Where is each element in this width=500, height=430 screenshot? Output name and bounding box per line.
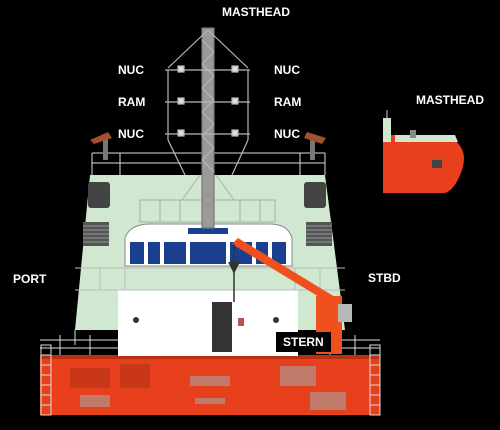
stbd-davit bbox=[304, 132, 326, 160]
port-label: PORT bbox=[13, 272, 46, 286]
ram-right-label: RAM bbox=[274, 95, 301, 109]
nuc-lower-left-label: NUC bbox=[118, 127, 144, 141]
port-louver bbox=[83, 222, 109, 246]
nuc-upper-left-label: NUC bbox=[118, 63, 144, 77]
masthead-label: MASTHEAD bbox=[222, 5, 290, 19]
masthead-side-label: MASTHEAD bbox=[416, 93, 484, 107]
ram-left-label: RAM bbox=[118, 95, 145, 109]
nuc-upper-right-label: NUC bbox=[274, 63, 300, 77]
bow-inset bbox=[383, 110, 464, 193]
port-davit bbox=[90, 132, 112, 160]
nuc-lower-right-label: NUC bbox=[274, 127, 300, 141]
stbd-label: STBD bbox=[368, 271, 401, 285]
stern-label: STERN bbox=[276, 332, 331, 352]
stbd-louver bbox=[306, 222, 332, 246]
